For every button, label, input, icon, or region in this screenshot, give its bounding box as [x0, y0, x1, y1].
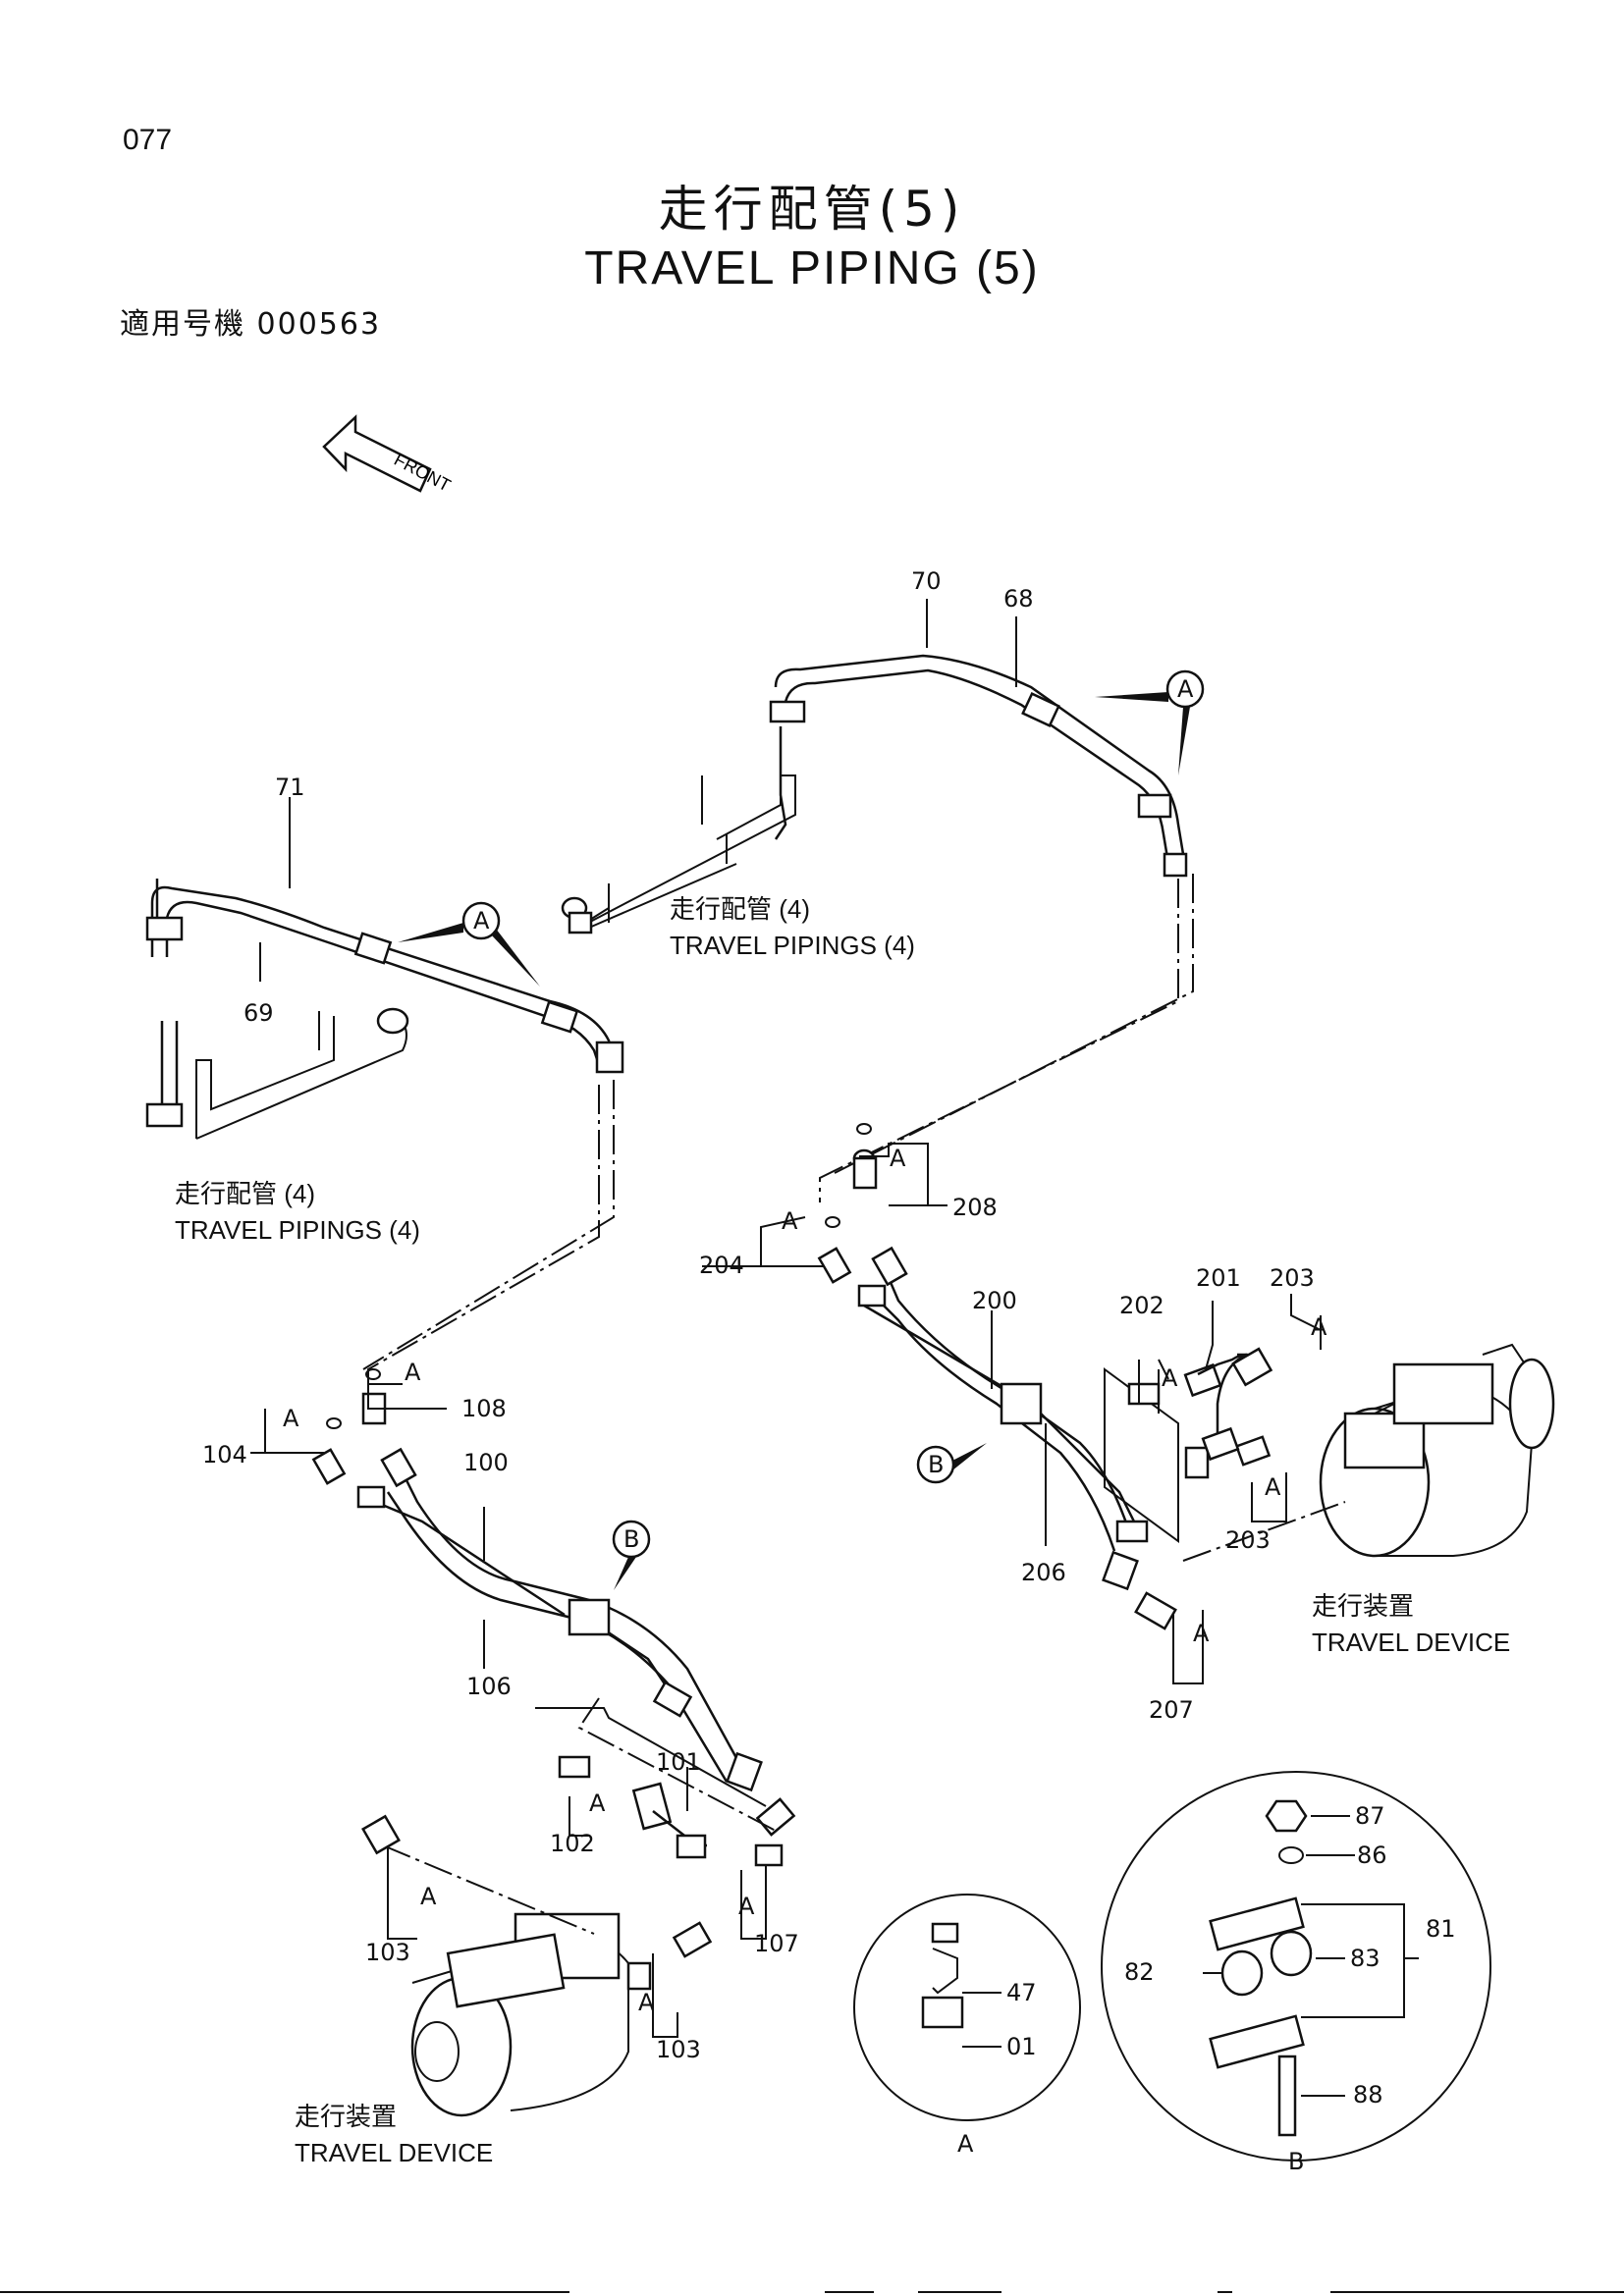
part-number-202: 202 [1119, 1292, 1164, 1319]
part-number-106: 106 [466, 1673, 512, 1700]
part-number-88: 88 [1353, 2081, 1383, 2109]
part-number-204: 204 [699, 1252, 744, 1279]
part-number-71: 71 [275, 774, 305, 801]
mark-a-108: A [405, 1359, 421, 1386]
hose-assembly-right [817, 1123, 1177, 1630]
travel-device-right [1104, 1343, 1555, 1562]
part-number-81: 81 [1426, 1915, 1456, 1943]
part-number-200: 200 [972, 1287, 1017, 1314]
mark-a-203-upper: A [1311, 1313, 1327, 1341]
mark-a-207: A [1193, 1620, 1210, 1647]
ref-travel-device-ja-right: 走行装置 [1312, 1591, 1415, 1621]
callout-a-upper-right [1095, 669, 1205, 775]
mark-a-202: A [1162, 1364, 1178, 1392]
part-number-47: 47 [1006, 1979, 1037, 2006]
mark-a-203-lower: A [1265, 1473, 1281, 1501]
part-number-87: 87 [1355, 1802, 1385, 1830]
detail-view-label-a: A [957, 2130, 974, 2158]
part-number-208: 208 [952, 1194, 998, 1221]
ref-travel-device-ja-left: 走行装置 [295, 2102, 398, 2131]
part-number-83: 83 [1350, 1945, 1380, 1972]
title-japanese: 走行配管(5) [658, 181, 966, 238]
part-number-70: 70 [911, 567, 942, 595]
part-number-101: 101 [656, 1748, 701, 1776]
detail-view-a [853, 1894, 1081, 2121]
mark-a-104: A [283, 1405, 299, 1432]
callout-letter-b-left: B [623, 1525, 640, 1553]
callout-b-right [916, 1443, 987, 1484]
part-number-201: 201 [1196, 1264, 1241, 1292]
part-number-100: 100 [463, 1449, 509, 1476]
assembly-leader-lines [362, 874, 1194, 1394]
part-number-68: 68 [1003, 585, 1034, 613]
ref-travel-pipings-4-en-upper: TRAVEL PIPINGS (4) [670, 931, 915, 960]
part-number-206: 206 [1021, 1559, 1066, 1586]
callout-b-left [612, 1520, 651, 1590]
ref-travel-device-en-left: TRAVEL DEVICE [295, 2138, 494, 2167]
part-number-102: 102 [550, 1830, 595, 1857]
part-number-01: 01 [1006, 2033, 1037, 2060]
pipe-assembly-upper-left [145, 879, 624, 1140]
part-number-107: 107 [754, 1930, 799, 1957]
ref-travel-pipings-4-ja-lower: 走行配管 (4) [175, 1179, 316, 1208]
front-arrow-icon: FRONT [322, 414, 454, 496]
part-number-207: 207 [1149, 1696, 1194, 1724]
number-leaders [250, 599, 1322, 2038]
part-number-103-left: 103 [365, 1939, 410, 1966]
detail-view-label-b: B [1288, 2148, 1305, 2175]
page-number: 077 [123, 124, 173, 156]
serial-applicability: 適用号機 000563 [120, 307, 382, 342]
mark-a-103-left: A [420, 1883, 437, 1910]
part-number-82: 82 [1124, 1958, 1155, 1986]
part-number-69: 69 [244, 999, 274, 1027]
part-number-103-right: 103 [656, 2036, 701, 2063]
ref-travel-device-en-right: TRAVEL DEVICE [1312, 1628, 1511, 1657]
callout-letter-a-upper-left: A [473, 907, 490, 934]
title-english: TRAVEL PIPING (5) [584, 242, 1040, 294]
part-number-108: 108 [461, 1395, 507, 1422]
part-number-203-lower: 203 [1225, 1526, 1271, 1554]
mark-a-103-right: A [638, 1989, 655, 2016]
part-number-86: 86 [1357, 1842, 1387, 1869]
part-number-203-upper: 203 [1270, 1264, 1315, 1292]
ref-travel-pipings-4-en-lower: TRAVEL PIPINGS (4) [175, 1215, 420, 1245]
callout-a-upper-left [398, 901, 540, 987]
mark-a-208: A [890, 1145, 906, 1172]
mark-a-102: A [589, 1789, 606, 1817]
ref-travel-pipings-4-ja-upper: 走行配管 (4) [670, 894, 811, 924]
callout-letter-a-upper-right: A [1177, 675, 1194, 703]
detail-view-b [1101, 1771, 1491, 2162]
hose-assembly-left [311, 1368, 796, 1867]
pipe-assembly-upper-right [561, 654, 1188, 934]
mark-a-204: A [782, 1207, 798, 1235]
mark-a-107: A [738, 1893, 755, 1920]
part-number-104: 104 [202, 1441, 247, 1468]
travel-device-left [361, 1697, 777, 2117]
callout-letter-b-right: B [928, 1451, 945, 1478]
